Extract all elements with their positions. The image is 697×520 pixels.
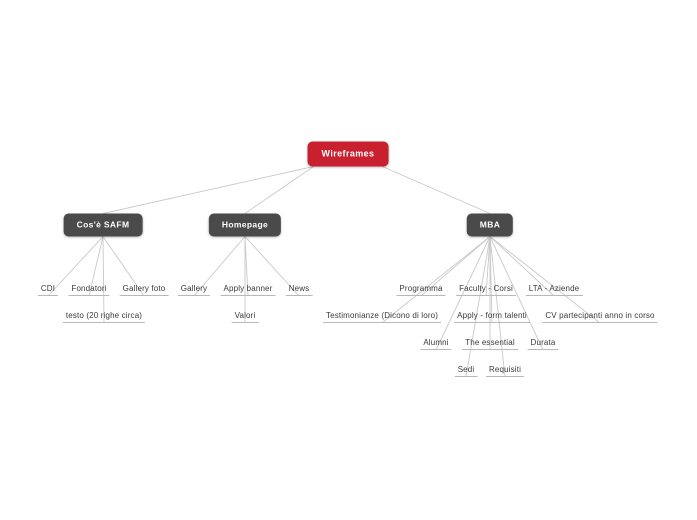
leaf-node-sedi[interactable]: Sedi	[454, 365, 478, 377]
edge-mba-to-lta-aziende	[489, 236, 555, 297]
leaf-node-gallery[interactable]: Gallery	[177, 284, 211, 296]
edge-mba-to-programma	[420, 236, 491, 297]
edge-homepage-to-gallery	[193, 236, 246, 297]
leaf-node-news[interactable]: News	[285, 284, 313, 296]
edge-root-to-homepage	[244, 166, 314, 214]
edge-mba-to-faculty-corsi	[485, 236, 491, 297]
edge-mba-to-sedi	[465, 236, 491, 378]
edge-root-to-mba	[382, 166, 491, 214]
edge-homepage-to-news	[244, 236, 300, 297]
root-node-wireframes[interactable]: Wireframes	[307, 141, 389, 167]
leaf-node-cv-partecipanti[interactable]: CV partecipanti anno in corso	[542, 311, 658, 323]
leaf-node-the-essential[interactable]: The essential	[462, 338, 518, 350]
leaf-node-apply-form-talenti[interactable]: Apply - form talenti	[454, 311, 530, 323]
edge-mba-to-requisiti	[489, 236, 506, 378]
leaf-node-lta-aziende[interactable]: LTA - Aziende	[525, 284, 583, 296]
leaf-node-apply-banner[interactable]: Apply banner	[220, 284, 276, 296]
leaf-node-programma[interactable]: Programma	[396, 284, 446, 296]
edge-cose-safm-to-testo-20-righe	[102, 236, 105, 324]
leaf-node-testimonianze[interactable]: Testimonianze (Dicono di loro)	[322, 311, 442, 323]
leaf-node-testo-20-righe[interactable]: testo (20 righe circa)	[62, 311, 146, 323]
edge-cose-safm-to-gallery-foto	[102, 236, 145, 297]
branch-node-cose-safm[interactable]: Cos'è SAFM	[63, 213, 143, 237]
edge-mba-to-cv-partecipanti	[489, 236, 601, 324]
leaf-node-durata[interactable]: Durata	[527, 338, 559, 350]
leaf-node-fondatori[interactable]: Fondatori	[68, 284, 110, 296]
edge-mba-to-alumni	[435, 236, 491, 351]
edge-cose-safm-to-fondatori	[88, 236, 104, 297]
edge-homepage-to-apply-banner	[244, 236, 249, 297]
leaf-node-requisiti[interactable]: Requisiti	[485, 365, 525, 377]
edge-root-to-cose-safm	[102, 166, 314, 214]
edge-mba-to-durata	[489, 236, 544, 351]
leaf-node-alumni[interactable]: Alumni	[420, 338, 452, 350]
leaf-node-faculty-corsi[interactable]: Faculty - Corsi	[456, 284, 516, 296]
edge-mba-to-testimonianze	[381, 236, 491, 324]
leaf-node-gallery-foto[interactable]: Gallery foto	[119, 284, 169, 296]
branch-node-mba[interactable]: MBA	[466, 213, 514, 237]
branch-node-homepage[interactable]: Homepage	[208, 213, 282, 237]
leaf-node-cdi[interactable]: CDI	[37, 284, 59, 296]
edge-cose-safm-to-cdi	[47, 236, 104, 297]
leaf-node-valori[interactable]: Valori	[231, 311, 259, 323]
